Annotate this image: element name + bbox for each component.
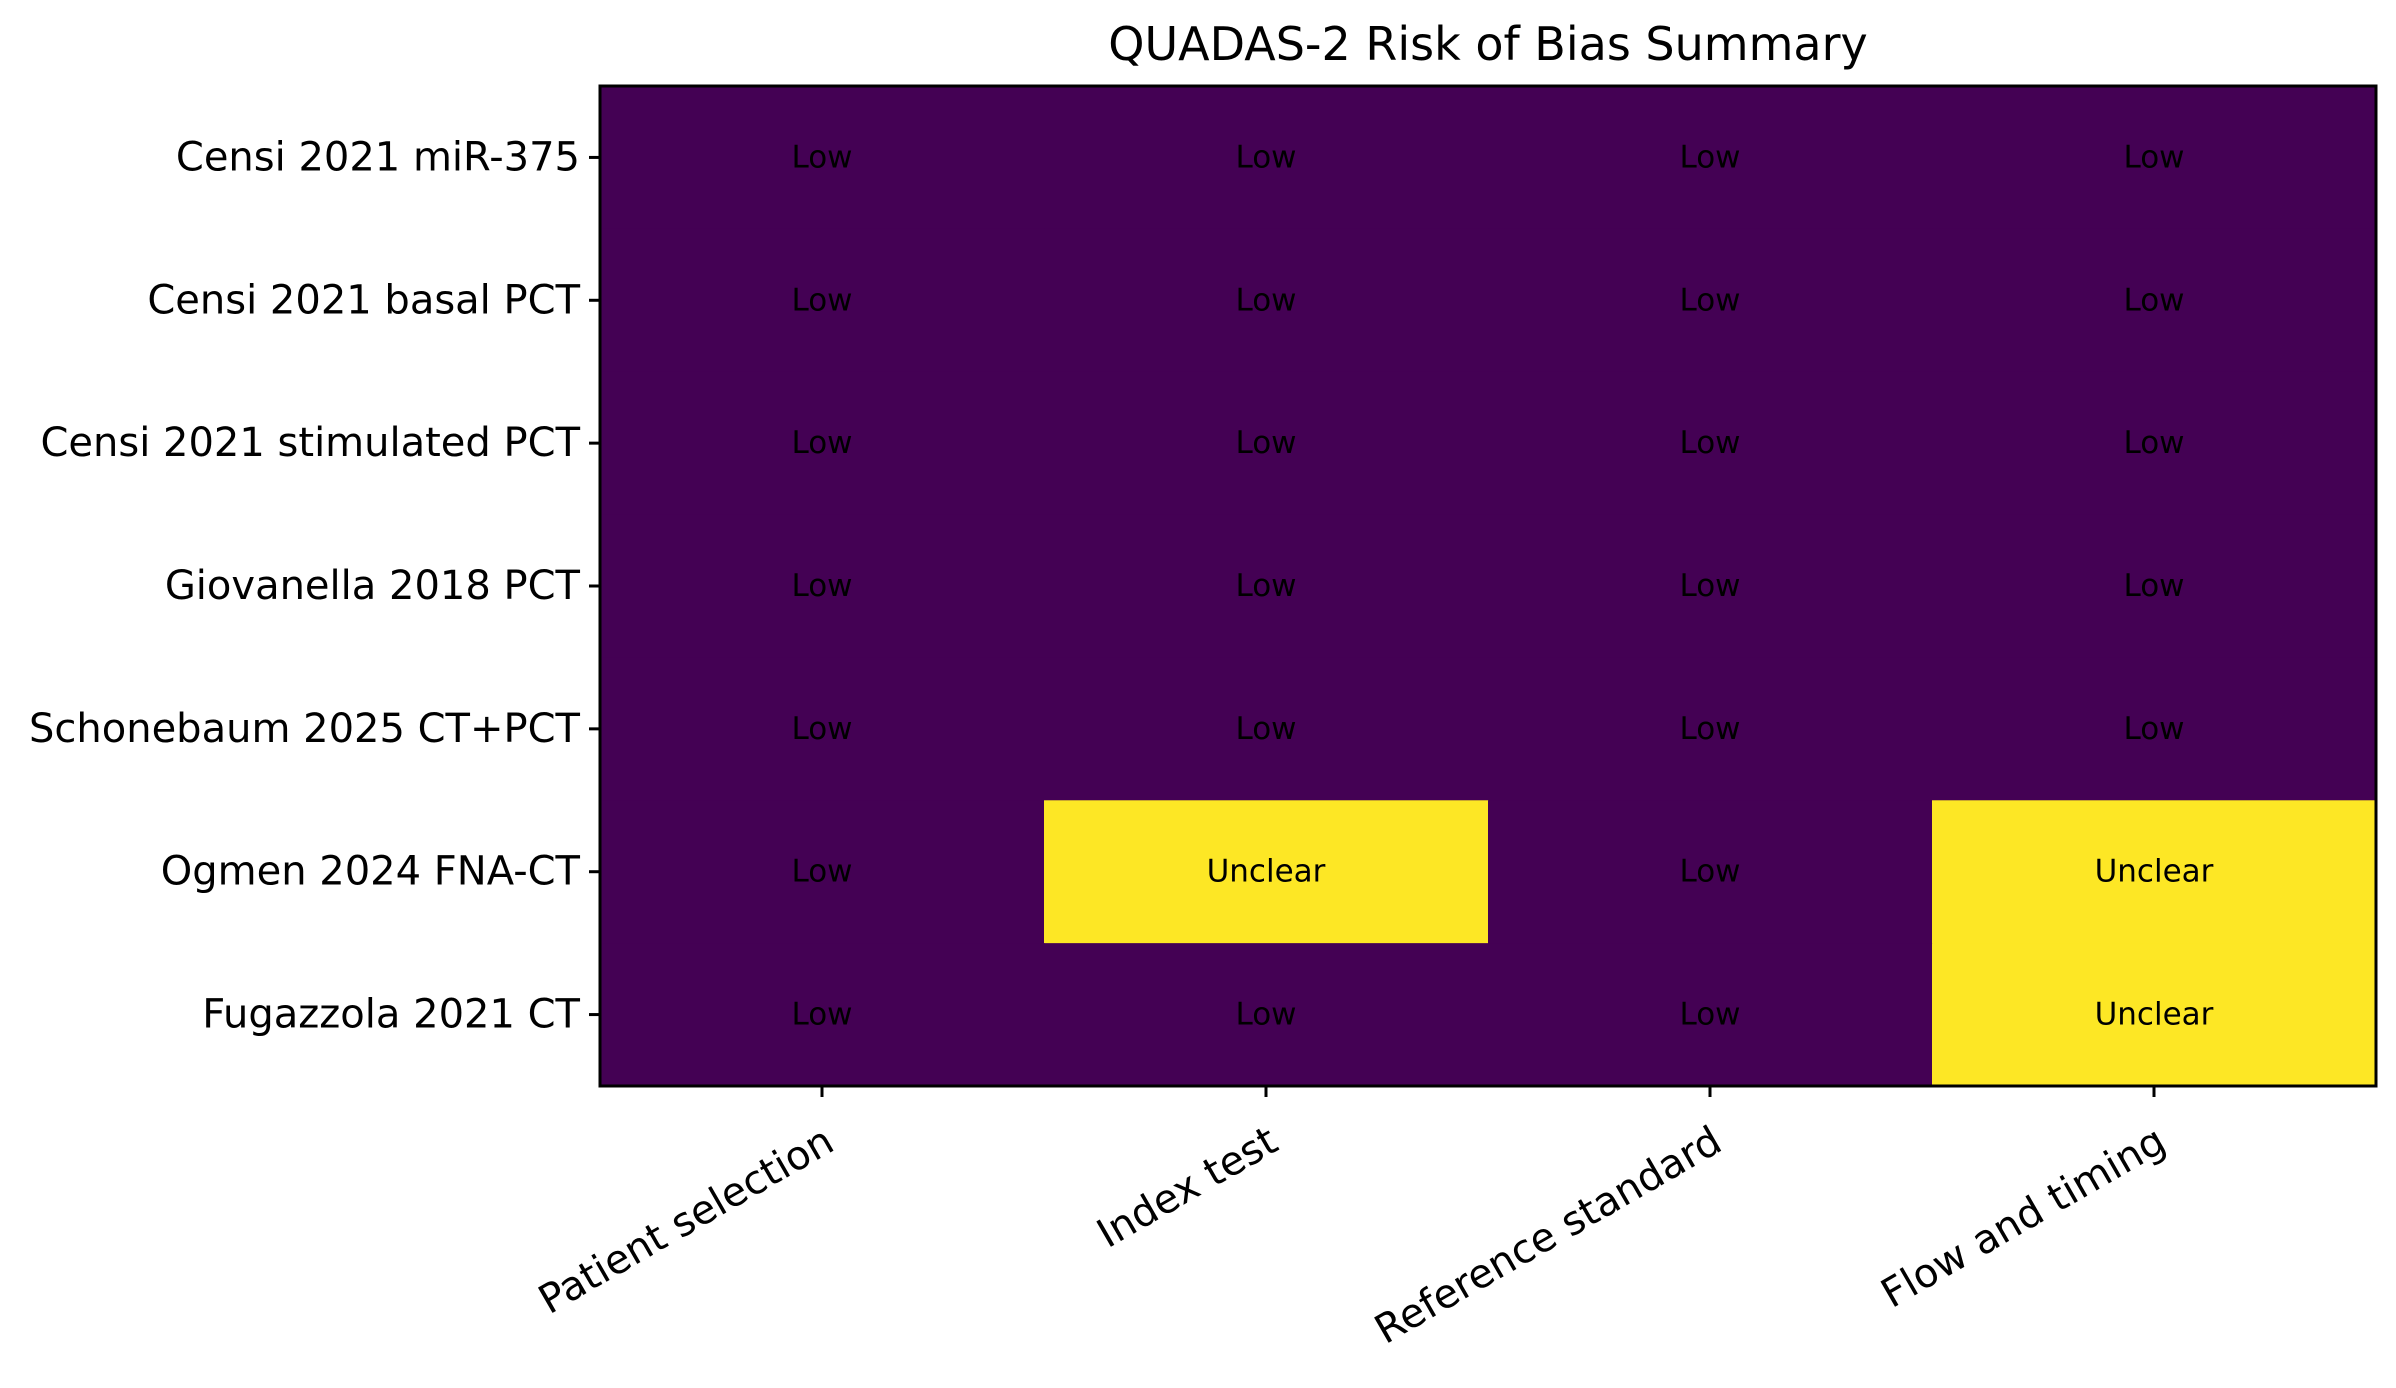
cell-value-label: Low xyxy=(791,425,852,461)
heatmap-cell xyxy=(600,800,1045,944)
heatmap-cell xyxy=(600,228,1045,373)
cell-value-label: Low xyxy=(2123,139,2184,175)
cell-value-label: Low xyxy=(1679,425,1740,461)
heatmap-cell xyxy=(1488,86,1933,230)
x-axis: Patient selection Index test Reference sta… xyxy=(531,1086,2173,1353)
cell-value-label: Unclear xyxy=(2095,854,2214,890)
heatmap-cell xyxy=(1932,800,2377,944)
heatmap-cell xyxy=(600,943,1045,1087)
cell-value-label: Low xyxy=(791,711,852,747)
heatmap-cell xyxy=(1044,800,1489,944)
heatmap-cell xyxy=(1932,228,2377,373)
cell-value-label: Low xyxy=(1235,997,1296,1033)
row-label: Ogmen 2024 FNA-CT xyxy=(161,849,581,895)
row-label: Fugazzola 2021 CT xyxy=(202,992,580,1038)
row-label: Censi 2021 miR-375 xyxy=(176,134,580,180)
heatmap-cell xyxy=(1932,86,2377,230)
heatmap-cell xyxy=(1044,657,1489,801)
heatmap-cell xyxy=(1488,371,1933,516)
cell-value-label: Low xyxy=(791,854,852,890)
heatmap-cell xyxy=(1044,371,1489,516)
cell-value-label: Low xyxy=(791,139,852,175)
heatmap-cell xyxy=(1044,86,1489,230)
cell-value-label: Low xyxy=(1679,282,1740,318)
heatmap-cell xyxy=(1932,514,2377,659)
cell-value-label: Low xyxy=(1235,425,1296,461)
column-label: Index test xyxy=(1089,1118,1285,1258)
heatmap-cell xyxy=(600,371,1045,516)
column-label: Flow and timing xyxy=(1874,1118,2174,1318)
cell-value-label: Low xyxy=(1235,568,1296,604)
heatmap-cell xyxy=(600,514,1045,659)
cell-value-label: Low xyxy=(2123,568,2184,604)
heatmap-cell xyxy=(1932,657,2377,801)
heatmap-cell xyxy=(1488,514,1933,659)
heatmap-cell xyxy=(1488,800,1933,944)
heatmap-cell xyxy=(1488,943,1933,1087)
cell-value-label: Low xyxy=(1679,854,1740,890)
cell-value-label: Low xyxy=(1679,139,1740,175)
heatmap-cell xyxy=(1044,228,1489,373)
heatmap-cell xyxy=(1932,943,2377,1087)
cell-value-label: Low xyxy=(1235,139,1296,175)
heatmap-cell xyxy=(1488,228,1933,373)
cell-value-label: Low xyxy=(2123,711,2184,747)
column-label: Reference standard xyxy=(1367,1118,1729,1354)
chart-title: QUADAS-2 Risk of Bias Summary xyxy=(1108,17,1867,71)
row-label: Giovanella 2018 PCT xyxy=(165,563,581,609)
row-label: Schonebaum 2025 CT+PCT xyxy=(29,706,581,752)
cell-value-label: Low xyxy=(1235,282,1296,318)
row-label: Censi 2021 basal PCT xyxy=(147,277,580,323)
heatmap-cells xyxy=(600,86,2377,1087)
cell-value-label: Low xyxy=(2123,425,2184,461)
cell-value-label: Low xyxy=(1679,997,1740,1033)
cell-value-label: Low xyxy=(2123,282,2184,318)
cell-value-label: Unclear xyxy=(1207,854,1326,890)
cell-value-label: Low xyxy=(791,282,852,318)
cell-value-label: Low xyxy=(791,997,852,1033)
row-label: Censi 2021 stimulated PCT xyxy=(40,420,580,466)
heatmap-cell xyxy=(600,657,1045,801)
column-label: Patient selection xyxy=(531,1118,841,1324)
cell-value-label: Low xyxy=(1235,711,1296,747)
cell-value-label: Low xyxy=(1679,711,1740,747)
cell-value-label: Low xyxy=(791,568,852,604)
cell-value-label: Low xyxy=(1679,568,1740,604)
heatmap-cell xyxy=(1044,514,1489,659)
heatmap-cell xyxy=(600,86,1045,230)
heatmap-cell xyxy=(1044,943,1489,1087)
heatmap-cell xyxy=(1932,371,2377,516)
heatmap-cell xyxy=(1488,657,1933,801)
cell-value-label: Unclear xyxy=(2095,997,2214,1033)
